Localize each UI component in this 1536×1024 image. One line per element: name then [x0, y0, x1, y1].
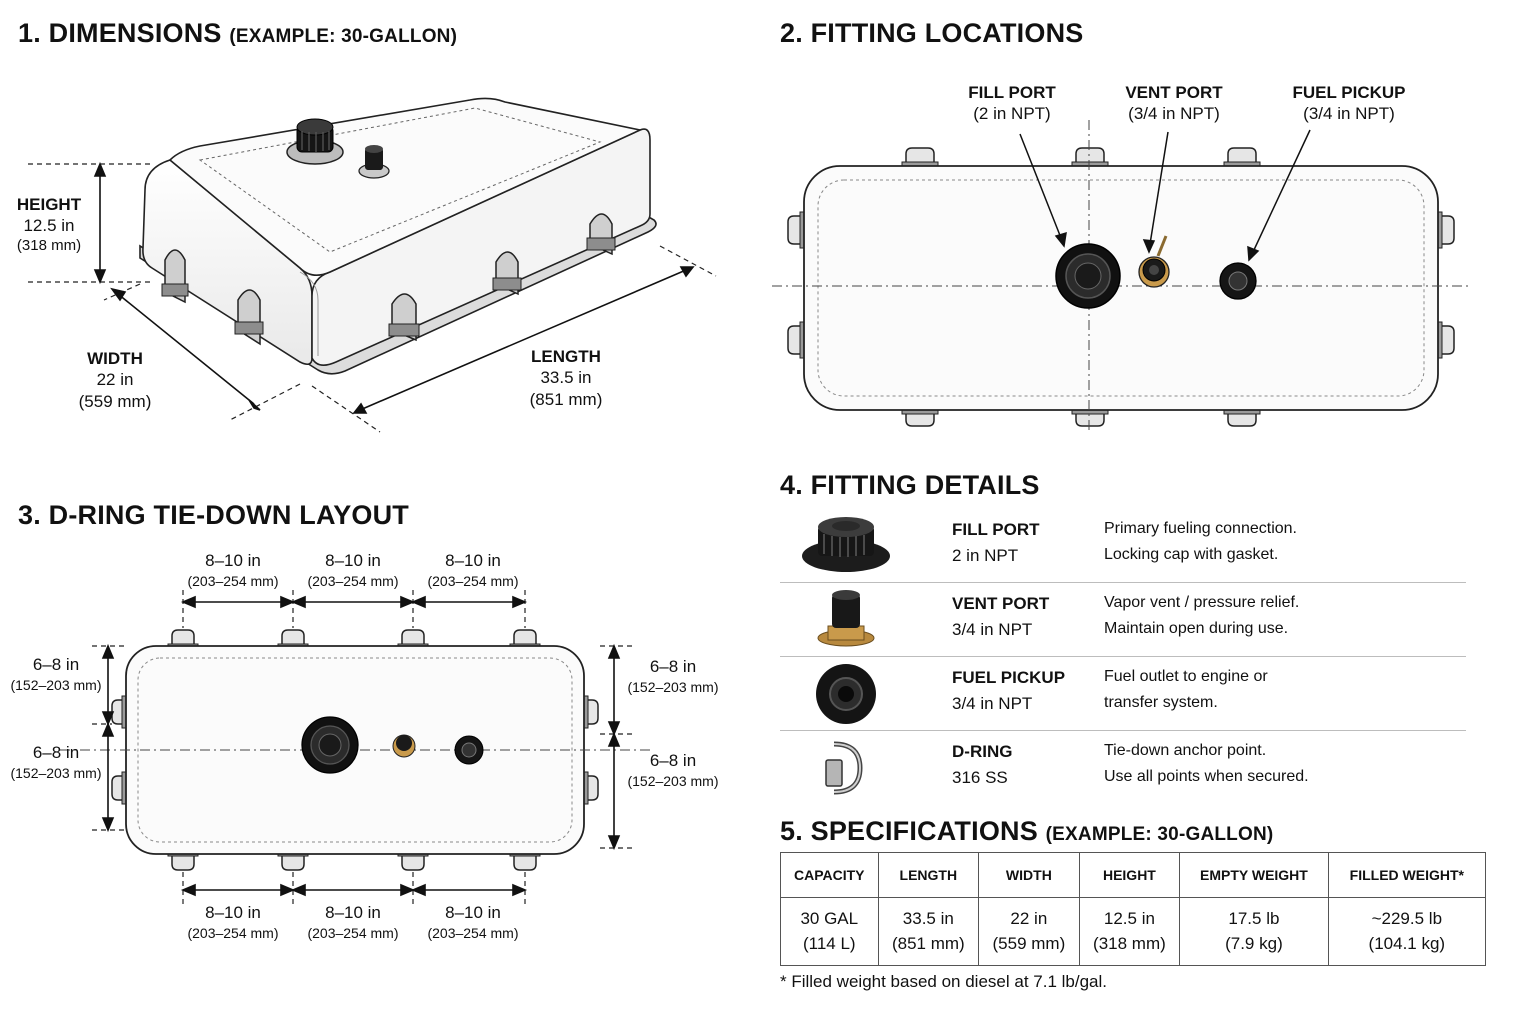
- specifications-header-row: CAPACITY LENGTH WIDTH HEIGHT EMPTY WEIGH…: [780, 852, 1487, 898]
- end-spacing-label-right-lower: 6–8 in (152–203 mm): [627, 751, 719, 790]
- fitting-detail-row-fuel-pickup: FUEL PICKUP 3/4 in NPT Fuel outlet to en…: [780, 656, 1466, 731]
- fitting-details-title: 4. FITTING DETAILS: [780, 470, 1040, 500]
- spec-cell-height: 12.5 in(318 mm): [1078, 897, 1181, 966]
- vent-port-icon: [817, 590, 875, 647]
- spec-cell-empty-weight: 17.5 lb(7.9 kg): [1179, 897, 1329, 966]
- spacing-label-bottom-2: 8–10 in (203–254 mm): [307, 903, 399, 942]
- fitting-detail-row-fill-port: FILL PORT 2 in NPT Primary fueling conne…: [780, 508, 1466, 583]
- fill-port-callout: FILL PORT (2 in NPT): [968, 83, 1056, 124]
- spacing-label-top-3: 8–10 in (203–254 mm): [427, 551, 519, 590]
- d-ring-icon: [825, 741, 863, 795]
- fuel-pickup-callout: FUEL PICKUP (3/4 in NPT): [1292, 83, 1406, 124]
- spacing-label-top-2: 8–10 in (203–254 mm): [307, 551, 399, 590]
- spec-header-height: HEIGHT: [1078, 852, 1181, 898]
- dring-layout-title: 3. D-RING TIE-DOWN LAYOUT: [18, 500, 410, 530]
- height-label: HEIGHT 12.5 in (318 mm): [16, 195, 82, 254]
- specifications-footnote: * Filled weight based on diesel at 7.1 l…: [780, 972, 1107, 991]
- dimensions-title: 1. DIMENSIONS (EXAMPLE: 30-GALLON): [18, 18, 458, 48]
- end-spacing-label-right-upper: 6–8 in (152–203 mm): [627, 657, 719, 696]
- spec-header-filled-weight: FILLED WEIGHT*: [1327, 852, 1487, 898]
- end-spacing-label-left-lower: 6–8 in (152–203 mm): [10, 743, 102, 782]
- specifications-table: CAPACITY LENGTH WIDTH HEIGHT EMPTY WEIGH…: [780, 852, 1487, 966]
- spacing-label-top-1: 8–10 in (203–254 mm): [187, 551, 279, 590]
- length-label: LENGTH 33.5 in (851 mm): [529, 347, 603, 409]
- spec-header-width: WIDTH: [978, 852, 1080, 898]
- spec-header-capacity: CAPACITY: [780, 852, 879, 898]
- spec-cell-capacity: 30 GAL(114 L): [780, 897, 879, 966]
- fuel-pickup-icon: [816, 664, 876, 724]
- spec-cell-length: 33.5 in(851 mm): [877, 897, 980, 966]
- specifications-title: 5. SPECIFICATIONS (EXAMPLE: 30-GALLON): [780, 816, 1274, 846]
- fill-port-cap-icon: [802, 517, 890, 572]
- spacing-label-bottom-1: 8–10 in (203–254 mm): [187, 903, 279, 942]
- end-spacing-label-left-upper: 6–8 in (152–203 mm): [10, 655, 102, 694]
- spacing-label-bottom-3: 8–10 in (203–254 mm): [427, 903, 519, 942]
- vent-port-callout: VENT PORT (3/4 in NPT): [1125, 83, 1223, 124]
- fitting-detail-row-vent-port: VENT PORT 3/4 in NPT Vapor vent / pressu…: [780, 582, 1466, 657]
- specifications-value-row: 30 GAL(114 L) 33.5 in(851 mm) 22 in(559 …: [780, 897, 1487, 966]
- spec-cell-filled-weight: ~229.5 lb(104.1 kg): [1327, 897, 1487, 966]
- spec-cell-width: 22 in(559 mm): [978, 897, 1080, 966]
- width-label: WIDTH 22 in (559 mm): [78, 349, 152, 411]
- fitting-locations-title: 2. FITTING LOCATIONS: [780, 18, 1084, 48]
- fitting-detail-row-d-ring: D-RING 316 SS Tie-down anchor point. Use…: [780, 730, 1466, 804]
- spec-header-length: LENGTH: [877, 852, 980, 898]
- spec-header-empty-weight: EMPTY WEIGHT: [1179, 852, 1329, 898]
